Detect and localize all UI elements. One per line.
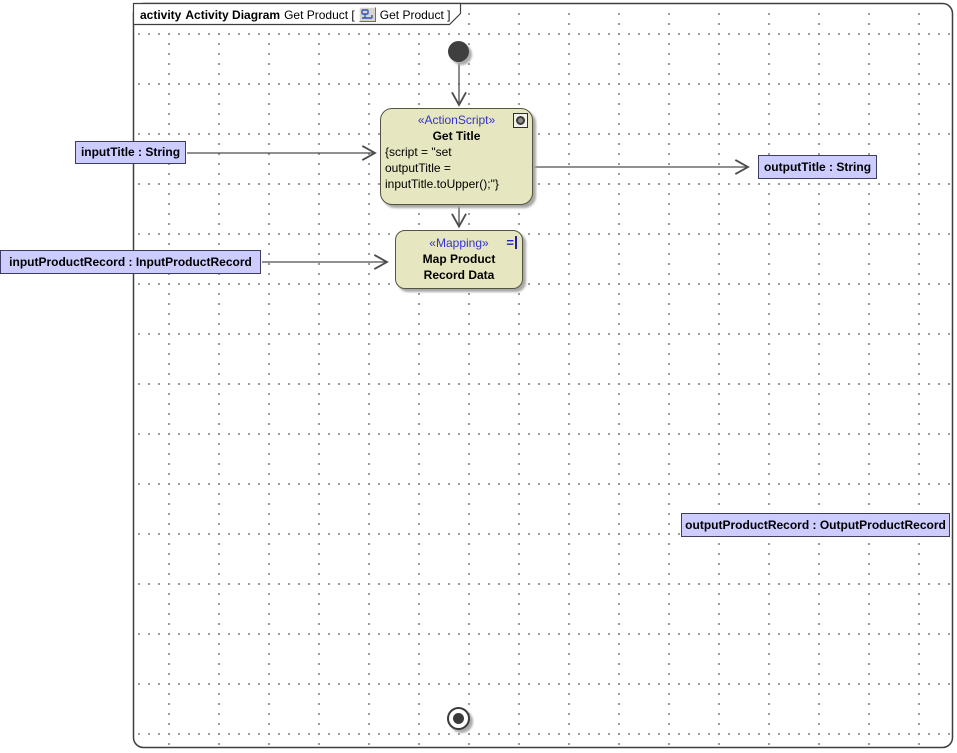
mapping-name-line: Record Data [423,268,495,282]
activity-final-node-dot [453,713,464,724]
initial-node[interactable] [448,41,469,62]
frame-context-name: Get Product ] [379,7,451,22]
activity-frame-border[interactable] [132,2,954,749]
action-name: Get Title [432,129,481,143]
mapping-name-line: Map Product [422,252,496,266]
activity-final-node[interactable] [447,707,470,730]
action-script-line: inputTitle.toUpper();"} [385,177,499,191]
action-node-map-product[interactable]: = «Mapping» Map Product Record Data [395,230,523,289]
parameter-input-product-record[interactable]: inputProductRecord : InputProductRecord [0,250,261,274]
parameter-output-product-record[interactable]: outputProductRecord : OutputProductRecor… [681,513,950,537]
action-node-get-title[interactable]: «ActionScript» Get Title {script = "set … [380,108,533,205]
activity-diagram-icon [358,7,376,22]
parameter-output-title[interactable]: outputTitle : String [758,155,877,179]
action-stereotype: «ActionScript» [417,113,496,127]
mapping-stereotype: «Mapping» [429,236,489,250]
frame-diagram-type: Activity Diagram [185,7,281,22]
behavior-gear-icon [513,113,528,128]
diagram-canvas[interactable] [135,5,951,746]
action-script-line: {script = "set [385,145,452,159]
frame-title-tab[interactable]: activity Activity Diagram Get Product [ … [140,7,450,22]
frame-diagram-name: Get Product [ [284,7,355,22]
mapping-equals-icon: = [506,235,517,249]
parameter-input-title[interactable]: inputTitle : String [75,141,186,164]
action-script-line: outputTitle = [385,161,451,175]
frame-title-tab-shape[interactable] [132,2,462,26]
frame-keyword: activity [140,7,182,22]
